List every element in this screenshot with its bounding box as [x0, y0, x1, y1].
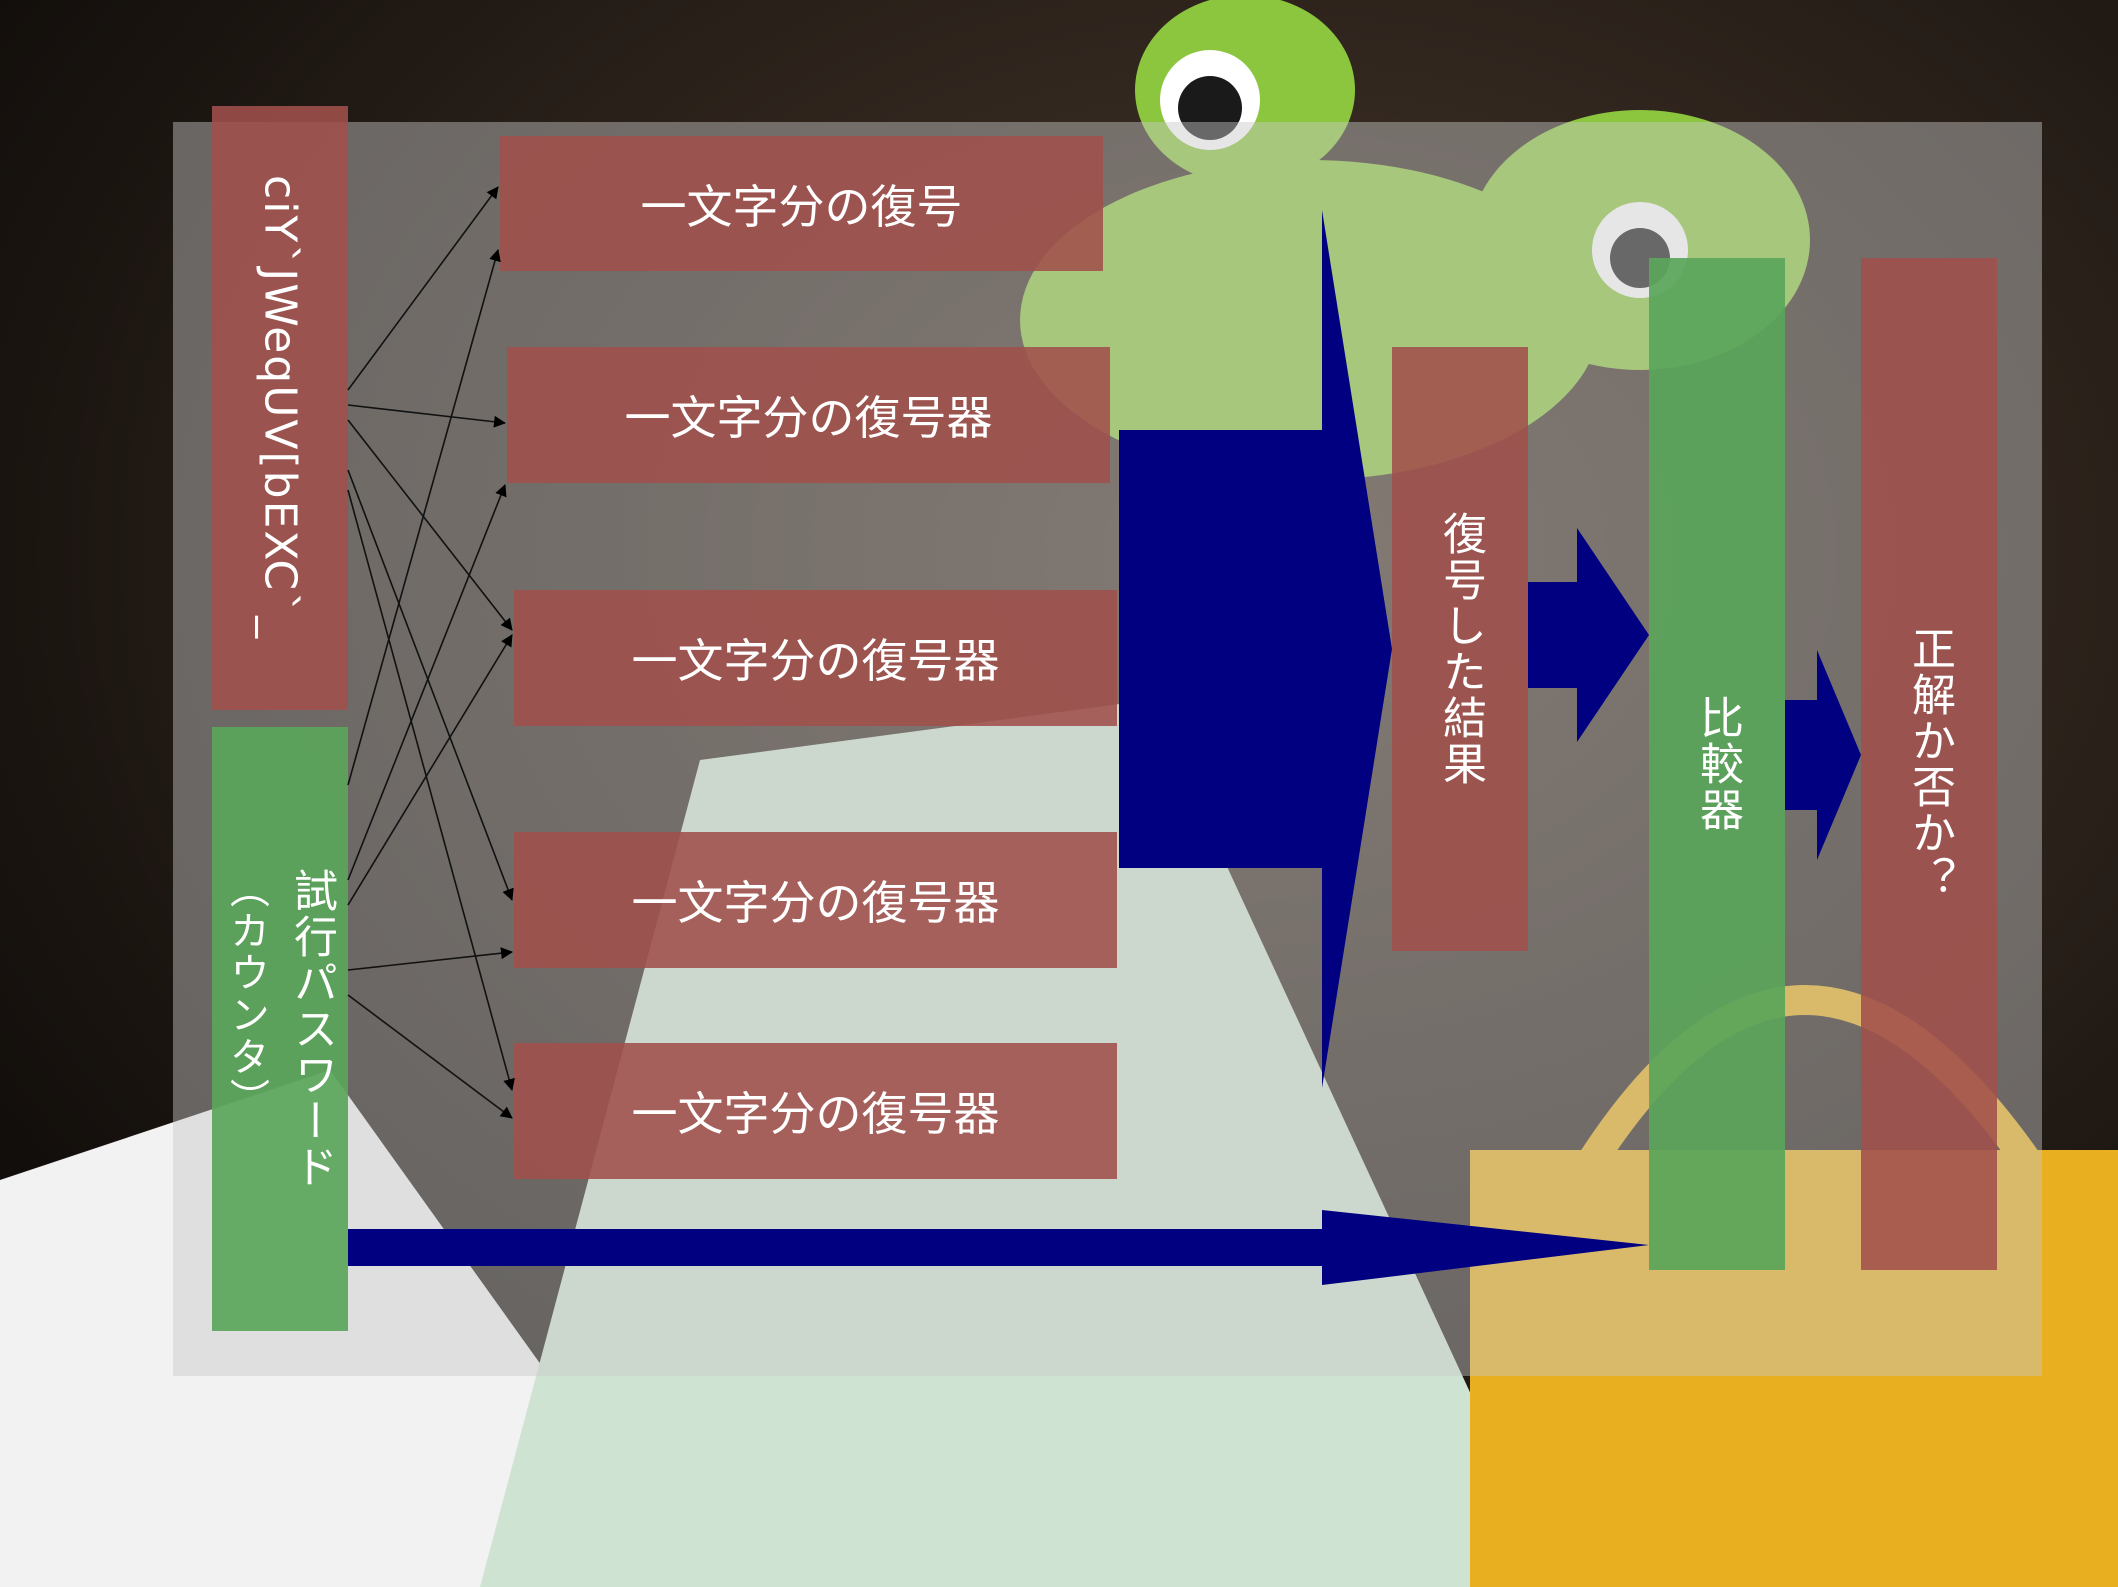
ciphertext-connectors	[347, 186, 515, 1091]
comparator-to-output-arrow	[1785, 650, 1861, 860]
password-to-comparator-arrow	[348, 1210, 1649, 1285]
basket-shape	[1470, 1150, 2118, 1587]
decoder-label-4: 一文字分の復号器	[631, 876, 1000, 930]
connector-line	[347, 419, 513, 631]
comparator-label: 比較器	[1692, 695, 1743, 833]
decoder-box-4: 一文字分の復号器	[514, 832, 1117, 968]
password-box: 試行パスワード （カウンタ）	[212, 727, 348, 1331]
password-label: 試行パスワード	[286, 868, 337, 1190]
ciphertext-label: ciY`JWeqUV[bEXC`_	[254, 175, 306, 641]
connector-line	[347, 186, 499, 391]
decoder-label-3: 一文字分の復号器	[631, 634, 1000, 688]
connector-line	[347, 469, 514, 901]
decoder-box-2: 一文字分の復号器	[507, 347, 1110, 483]
output-box: 正解か否か？	[1861, 258, 1997, 1270]
decoder-box-1: 一文字分の復号	[500, 136, 1103, 271]
connector-line	[347, 947, 513, 971]
connector-line	[347, 484, 507, 881]
connector-line	[347, 249, 501, 786]
decoder-label-5: 一文字分の復号器	[631, 1087, 1000, 1141]
decoder-label-2: 一文字分の復号器	[624, 391, 993, 445]
password-sublabel: （カウンタ）	[223, 868, 269, 1120]
connector-line	[347, 634, 513, 906]
decoder-box-3: 一文字分の復号器	[514, 590, 1117, 726]
connector-line	[347, 994, 513, 1119]
password-connectors	[347, 249, 513, 1119]
result-to-comparator-arrow	[1528, 528, 1649, 742]
decoders-to-result-arrow	[1119, 210, 1392, 1088]
decoder-label-1: 一文字分の復号	[640, 179, 963, 234]
output-label: 正解か否か？	[1904, 626, 1955, 902]
result-box: 復号した結果	[1392, 347, 1528, 951]
result-label: 復号した結果	[1435, 511, 1486, 787]
connector-line	[347, 489, 515, 1091]
decoder-box-5: 一文字分の復号器	[514, 1043, 1117, 1179]
comparator-box: 比較器	[1649, 258, 1785, 1270]
ciphertext-box: ciY`JWeqUV[bEXC`_	[212, 106, 348, 710]
connector-line	[347, 404, 506, 428]
